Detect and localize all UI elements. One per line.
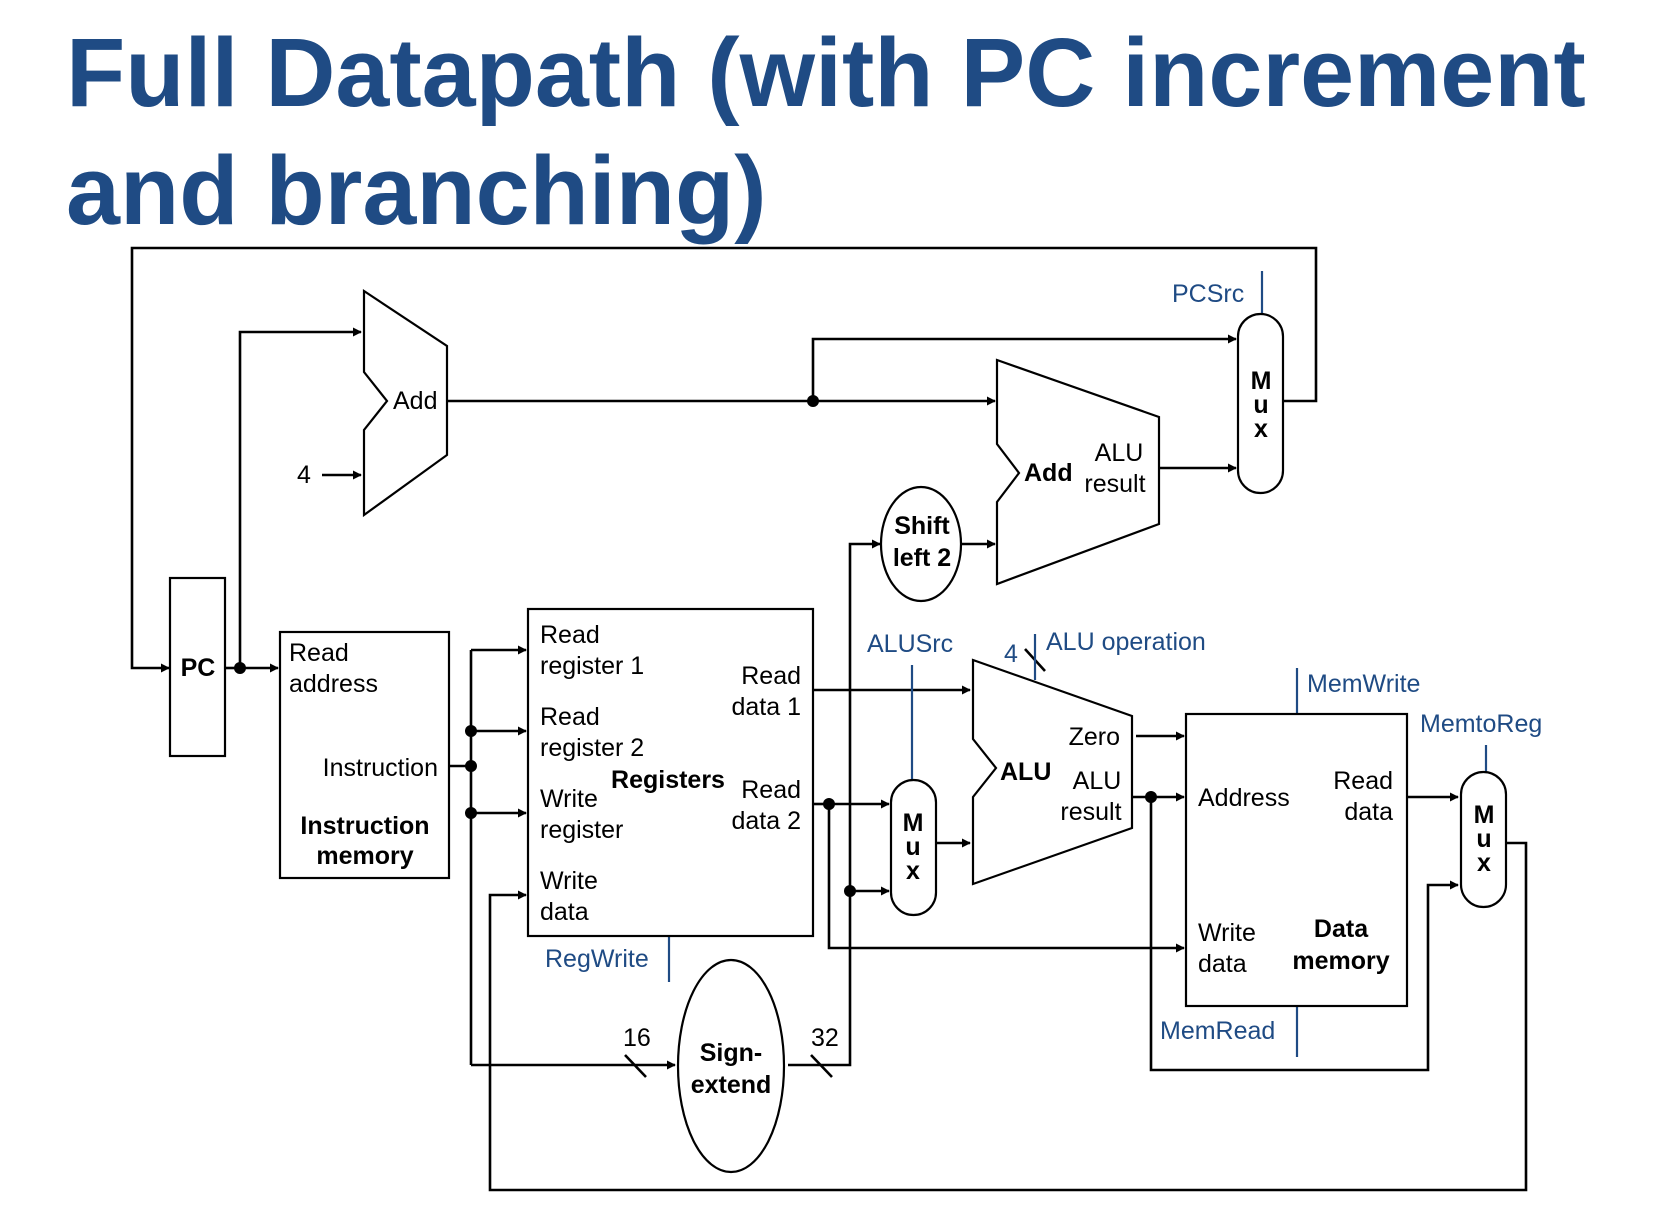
control-memwrite-label: MemWrite — [1307, 670, 1420, 698]
registers-name: Registers — [611, 766, 725, 794]
alu-label: ALU — [1000, 758, 1051, 786]
junction-wr — [465, 807, 477, 819]
memtoreg-mux-letter-m: M — [1474, 801, 1495, 829]
wire-pcsrc-mux-to-pc — [130, 246, 1318, 673]
pcsrc-mux-letter-x: x — [1254, 415, 1268, 443]
control-memtoreg-label: MemtoReg — [1420, 710, 1542, 738]
pcsrc-mux-letter-u: u — [1253, 391, 1268, 419]
junction-alu-result — [1145, 791, 1157, 803]
reg-read-data-1-line2: data 1 — [731, 693, 801, 721]
shift-left-line1: Shift — [894, 512, 950, 540]
const-4-label: 4 — [297, 461, 311, 489]
imem-name-line1: Instruction — [300, 812, 429, 840]
dmem-read-data-line2: data — [1344, 798, 1393, 826]
sign-extend — [676, 958, 786, 1174]
shift-left-2 — [879, 485, 963, 603]
wire-alu-result-bypass — [1149, 797, 1459, 1072]
control-alu-operation-label: ALU operation — [1046, 628, 1206, 656]
instruction-memory — [278, 630, 451, 880]
branch-adder-result-line1: ALU — [1095, 439, 1144, 467]
width-label-16: 16 — [623, 1024, 651, 1052]
dmem-name-line1: Data — [1314, 915, 1369, 943]
junction-instruction — [465, 760, 477, 772]
dmem-name-line2: memory — [1292, 947, 1389, 975]
reg-read-register-1-line2: register 1 — [540, 652, 644, 680]
imem-name-line2: memory — [316, 842, 413, 870]
memtoreg-mux — [1459, 770, 1508, 909]
data-memory — [1184, 712, 1409, 1008]
alu-op-width-label: 4 — [1004, 640, 1018, 668]
width-label-32: 32 — [811, 1024, 839, 1052]
reg-write-register-line1: Write — [540, 785, 598, 813]
control-alusrc-label: ALUSrc — [867, 630, 953, 658]
sign-extend-line1: Sign- — [700, 1039, 763, 1067]
wire-pc-plus-4-to-mux — [811, 334, 1237, 401]
shift-left-line2: left 2 — [893, 544, 951, 572]
junction-pc — [234, 662, 246, 674]
junction-rr1 — [465, 725, 477, 737]
junction-pc-plus-4 — [807, 395, 819, 407]
page-title: Full Datapath (with PC increment and bra… — [66, 18, 1586, 245]
alusrc-mux-letter-x: x — [906, 857, 920, 885]
alusrc-mux — [889, 778, 938, 917]
pcsrc-mux-letter-m: M — [1251, 367, 1272, 395]
branch-adder-result-line2: result — [1084, 470, 1145, 498]
wire-pc-to-adder — [238, 327, 362, 668]
alu — [971, 658, 1134, 886]
imem-read-address-line2: address — [289, 670, 378, 698]
reg-write-register-line2: register — [540, 816, 623, 844]
pc-register — [168, 576, 227, 758]
junction-imm — [844, 885, 856, 897]
dmem-address-port: Address — [1198, 784, 1290, 812]
reg-read-register-2-line2: register 2 — [540, 734, 644, 762]
control-lines — [667, 271, 1488, 1057]
reg-write-data-line1: Write — [540, 867, 598, 895]
memtoreg-mux-letter-x: x — [1477, 849, 1491, 877]
register-file — [526, 607, 815, 938]
width-slash-32 — [810, 1054, 833, 1078]
imem-instruction-port: Instruction — [323, 754, 438, 782]
reg-read-data-2-line2: data 2 — [731, 807, 801, 835]
reg-read-data-1-line1: Read — [741, 662, 801, 690]
reg-read-data-2-line1: Read — [741, 776, 801, 804]
branch-adder-label: Add — [1024, 459, 1073, 487]
alusrc-mux-letter-u: u — [905, 833, 920, 861]
wires — [130, 246, 1528, 1192]
alusrc-mux-letter-m: M — [903, 809, 924, 837]
reg-read-register-1-line1: Read — [540, 621, 600, 649]
branch-adder — [995, 358, 1161, 586]
sign-extend-line2: extend — [691, 1071, 772, 1099]
pc-adder-label: Add — [393, 387, 437, 415]
alu-result-line1: ALU — [1073, 767, 1122, 795]
control-memread-label: MemRead — [1160, 1017, 1275, 1045]
imem-read-address-line1: Read — [289, 639, 349, 667]
alu-zero-label: Zero — [1069, 723, 1120, 751]
pcsrc-mux — [1236, 312, 1285, 495]
junction-read-data-2 — [823, 798, 835, 810]
pc-adder — [362, 288, 449, 518]
dmem-write-data-line2: data — [1198, 950, 1247, 978]
alu-result-line2: result — [1060, 798, 1121, 826]
width-slash-16 — [624, 1054, 647, 1078]
pc-label: PC — [181, 654, 216, 682]
wire-rd2-to-mem-write-data — [827, 804, 1185, 953]
memtoreg-mux-letter-u: u — [1476, 825, 1491, 853]
dmem-write-data-line1: Write — [1198, 919, 1256, 947]
control-pcsrc-label: PCSrc — [1172, 280, 1244, 308]
reg-read-register-2-line1: Read — [540, 703, 600, 731]
wire-writeback — [488, 841, 1528, 1192]
control-regwrite-label: RegWrite — [545, 945, 649, 973]
reg-write-data-line2: data — [540, 898, 589, 926]
dmem-read-data-line1: Read — [1333, 767, 1393, 795]
